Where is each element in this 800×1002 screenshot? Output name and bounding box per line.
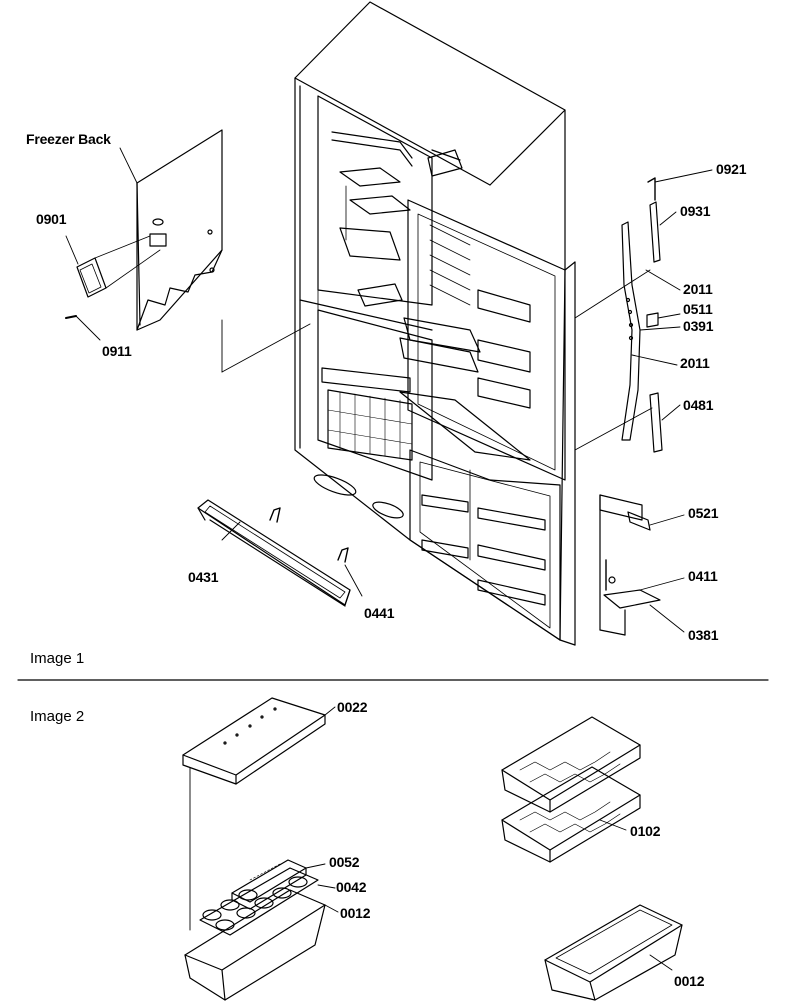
freezer-back-panel	[137, 130, 222, 330]
part-0511	[647, 313, 658, 327]
callout-0381: 0381	[688, 627, 719, 643]
screw-0911	[66, 316, 100, 340]
callout-0012-right: 0012	[674, 973, 705, 989]
storage-bin-0012-right	[545, 905, 682, 1000]
clip-0441	[270, 508, 362, 596]
ice-tray-0102-top	[502, 717, 640, 812]
ice-tray-0102-bottom	[502, 767, 640, 862]
toe-grille-0431	[198, 500, 350, 606]
gasket-0931	[650, 202, 676, 262]
callout-2011-upper: 2011	[683, 281, 713, 297]
callout-0012-left: 0012	[340, 905, 371, 921]
section-label-image-2: Image 2	[30, 708, 85, 725]
callout-0921: 0921	[716, 161, 747, 177]
callout-0911: 0911	[102, 343, 132, 359]
bin-lid-0022	[183, 698, 335, 930]
callout-0521: 0521	[688, 505, 719, 521]
door-trim-2011	[622, 222, 680, 440]
section-label-image-1: Image 1	[30, 650, 85, 667]
filter-0901	[66, 236, 160, 297]
callout-0511: 0511	[683, 301, 713, 317]
callout-0431: 0431	[188, 569, 219, 585]
callout-0441: 0441	[364, 605, 395, 621]
callout-0052: 0052	[329, 854, 360, 870]
callout-0391: 0391	[683, 318, 714, 334]
callout-0411: 0411	[688, 568, 718, 584]
label-freezer-back: Freezer Back	[26, 131, 111, 147]
callout-0102: 0102	[630, 823, 661, 839]
refrigerator-cabinet	[295, 2, 575, 645]
callout-0022: 0022	[337, 699, 368, 715]
callout-0931: 0931	[680, 203, 711, 219]
storage-bin-0012-left	[185, 890, 338, 1000]
callout-0901: 0901	[36, 211, 67, 227]
callout-0042: 0042	[336, 879, 367, 895]
callout-2011-lower: 2011	[680, 355, 710, 371]
gasket-0481	[650, 393, 680, 452]
tray-insert-0052	[232, 860, 335, 909]
hinge-pin-0921	[648, 170, 712, 200]
callout-0481: 0481	[683, 397, 714, 413]
lower-door-side	[600, 495, 684, 635]
